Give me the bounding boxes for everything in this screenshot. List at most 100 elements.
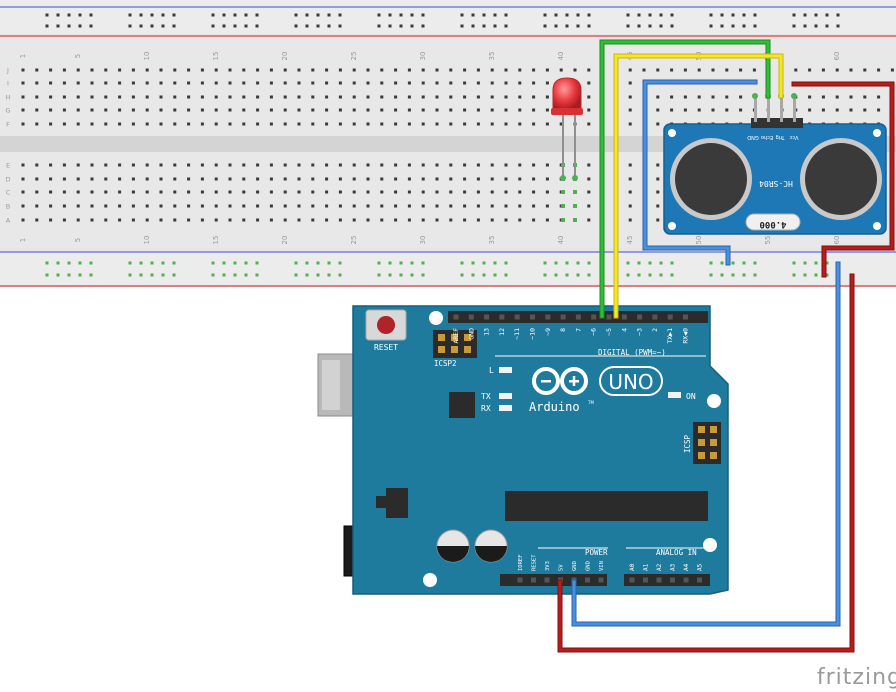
breadboard-hole bbox=[214, 204, 218, 208]
breadboard-hole bbox=[187, 122, 191, 126]
rail-hole bbox=[161, 273, 165, 277]
breadboard-hole bbox=[338, 177, 342, 181]
breadboard-hole bbox=[877, 95, 881, 99]
rail-hole bbox=[78, 13, 82, 17]
breadboard-hole bbox=[683, 108, 687, 112]
breadboard-hole bbox=[21, 68, 25, 72]
breadboard-hole bbox=[435, 108, 439, 112]
breadboard-hole bbox=[118, 68, 122, 72]
breadboard-hole bbox=[283, 218, 287, 222]
breadboard-hole bbox=[518, 163, 522, 167]
icsp-pins bbox=[698, 426, 717, 459]
breadboard-hole bbox=[656, 122, 660, 126]
breadboard-hole bbox=[173, 163, 177, 167]
analog-pin-hole bbox=[643, 577, 648, 583]
breadboard-hole bbox=[352, 95, 356, 99]
breadboard-hole bbox=[518, 190, 522, 194]
breadboard-hole bbox=[338, 108, 342, 112]
icsp-pin bbox=[698, 452, 705, 459]
breadboard-hole bbox=[145, 177, 149, 181]
breadboard-hole bbox=[835, 95, 839, 99]
digital-pin-hole bbox=[499, 314, 505, 320]
breadboard-hole bbox=[352, 177, 356, 181]
breadboard-hole bbox=[173, 204, 177, 208]
rail-hole bbox=[659, 261, 663, 265]
breadboard-hole bbox=[697, 68, 701, 72]
breadboard-hole bbox=[877, 68, 881, 72]
rail-hole bbox=[222, 273, 226, 277]
led-on bbox=[668, 392, 681, 398]
breadboard-hole bbox=[256, 190, 260, 194]
breadboard-hole bbox=[283, 68, 287, 72]
reset-label: RESET bbox=[374, 343, 398, 352]
rail-hole bbox=[720, 24, 724, 28]
rail-hole bbox=[377, 13, 381, 17]
breadboard-hole bbox=[214, 68, 218, 72]
rail-hole bbox=[56, 24, 60, 28]
rail-hole bbox=[471, 24, 475, 28]
breadboard-hole bbox=[463, 95, 467, 99]
column-number: 40 bbox=[557, 52, 565, 61]
breadboard-hole bbox=[49, 108, 53, 112]
rail-hole bbox=[803, 24, 807, 28]
breadboard-hole bbox=[476, 204, 480, 208]
breadboard-hole bbox=[808, 68, 812, 72]
rail-hole bbox=[836, 24, 840, 28]
breadboard-hole bbox=[200, 122, 204, 126]
breadboard-hole bbox=[200, 218, 204, 222]
power-pin-label: 3V3 bbox=[545, 561, 551, 571]
led-pin-dot bbox=[560, 175, 566, 181]
breadboard-hole bbox=[269, 122, 273, 126]
rail-hole bbox=[161, 13, 165, 17]
row-letter: E bbox=[6, 162, 10, 170]
voltage-regulator bbox=[386, 488, 408, 518]
breadboard-hole bbox=[394, 177, 398, 181]
breadboard-hole bbox=[532, 204, 536, 208]
rail-hole bbox=[504, 273, 508, 277]
rail-hole bbox=[78, 261, 82, 265]
rail-hole bbox=[576, 273, 580, 277]
led-tx-label: TX bbox=[481, 392, 491, 401]
breadboard-hole bbox=[476, 218, 480, 222]
breadboard-hole bbox=[366, 108, 370, 112]
breadboard-hole bbox=[394, 204, 398, 208]
breadboard-hole bbox=[187, 204, 191, 208]
rail-hole bbox=[576, 13, 580, 17]
breadboard-hole bbox=[242, 108, 246, 112]
breadboard-hole bbox=[200, 163, 204, 167]
breadboard-hole bbox=[325, 95, 329, 99]
breadboard-hole bbox=[490, 190, 494, 194]
breadboard-hole bbox=[366, 81, 370, 85]
breadboard-hole bbox=[380, 95, 384, 99]
breadboard-hole bbox=[297, 218, 301, 222]
breadboard-hole bbox=[394, 163, 398, 167]
breadboard-hole bbox=[642, 68, 646, 72]
breadboard-hole bbox=[545, 163, 549, 167]
breadboard-hole bbox=[435, 190, 439, 194]
breadboard-hole bbox=[228, 204, 232, 208]
digital-pin-hole bbox=[683, 314, 688, 320]
breadboard-hole bbox=[269, 163, 273, 167]
digital-pin-label: ~9 bbox=[544, 328, 552, 336]
rail-hole bbox=[554, 13, 558, 17]
breadboard-hole bbox=[311, 177, 315, 181]
breadboard-hole bbox=[200, 204, 204, 208]
rail-hole bbox=[504, 24, 508, 28]
breadboard-hole bbox=[504, 190, 508, 194]
breadboard-hole bbox=[159, 108, 163, 112]
breadboard-hole bbox=[656, 218, 660, 222]
red-led bbox=[551, 77, 583, 181]
breadboard-hole bbox=[476, 177, 480, 181]
rail-hole bbox=[150, 13, 154, 17]
row-letter: C bbox=[6, 189, 11, 197]
breadboard-hole bbox=[490, 95, 494, 99]
column-number: 1 bbox=[19, 54, 27, 58]
breadboard-hole bbox=[587, 68, 591, 72]
breadboard-hole bbox=[21, 95, 25, 99]
breadboard-hole bbox=[628, 163, 632, 167]
rail-hole bbox=[471, 13, 475, 17]
breadboard-hole bbox=[269, 218, 273, 222]
breadboard-hole bbox=[311, 204, 315, 208]
trademark-label: TM bbox=[587, 400, 594, 405]
breadboard-hole bbox=[338, 218, 342, 222]
